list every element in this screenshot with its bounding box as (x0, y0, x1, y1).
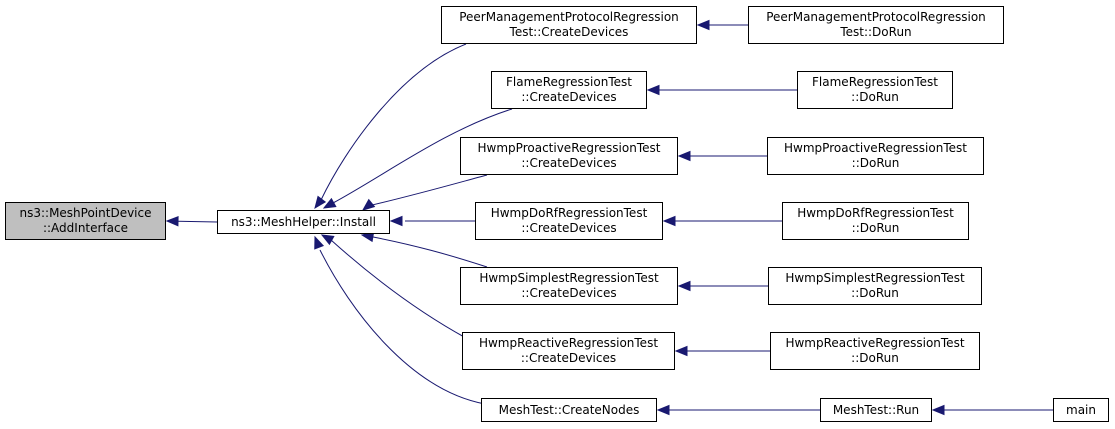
node-dorf-dorun[interactable]: HwmpDoRfRegressionTest ::DoRun (782, 202, 969, 240)
node-label-line: HwmpReactiveRegressionTest (785, 336, 965, 350)
edge-arrowhead (320, 234, 335, 246)
node-proactive-createdevices[interactable]: HwmpProactiveRegressionTest ::CreateDevi… (460, 137, 678, 175)
node-label-line: PeerManagementProtocolRegression (459, 10, 679, 24)
edge-arrowhead (322, 197, 337, 209)
node-label-line: main (1066, 402, 1096, 417)
edge-line (332, 108, 513, 204)
node-flame-createdevices[interactable]: FlameRegressionTest ::CreateDevices (491, 71, 647, 109)
node-label-line: ::DoRun (851, 221, 900, 235)
edge-line (177, 220, 218, 223)
node-meshtest-createnodes[interactable]: MeshTest::CreateNodes (481, 398, 657, 422)
node-label-line: ::DoRun (851, 286, 899, 300)
node-main[interactable]: main (1053, 398, 1109, 422)
node-label-line: ::AddInterface (42, 221, 129, 235)
node-meshhelper-install[interactable]: ns3::MeshHelper::Install (217, 210, 390, 234)
node-label-line: ::CreateDevices (520, 351, 617, 365)
node-label-line: ::DoRun (851, 156, 900, 170)
edge-arrowhead (677, 280, 691, 292)
edge-arrowhead (662, 215, 676, 227)
node-label-line: HwmpProactiveRegressionTest (784, 141, 967, 155)
node-reactive-dorun[interactable]: HwmpReactiveRegressionTest ::DoRun (770, 332, 980, 370)
node-flame-dorun[interactable]: FlameRegressionTest ::DoRun (797, 71, 953, 109)
edge-line (330, 239, 467, 339)
node-dorf-createdevices[interactable]: HwmpDoRfRegressionTest ::CreateDevices (475, 202, 663, 240)
edge-arrowhead (656, 404, 670, 416)
node-label-line: Test::CreateDevices (509, 25, 629, 39)
edge-arrowhead (696, 19, 710, 31)
edge-line (320, 43, 467, 201)
node-label-line: FlameRegressionTest (506, 75, 632, 89)
edge-arrowhead (165, 215, 179, 227)
edge-arrowhead (646, 84, 660, 96)
edge-arrowhead (361, 198, 376, 211)
node-meshpointdevice-addinterface: ns3::MeshPointDevice ::AddInterface (5, 202, 166, 240)
node-label-line: ::DoRun (851, 90, 899, 104)
node-label-line: ns3::MeshPointDevice (19, 206, 152, 220)
node-reactive-createdevices[interactable]: HwmpReactiveRegressionTest ::CreateDevic… (462, 332, 675, 370)
node-label-line: PeerManagementProtocolRegression (766, 10, 986, 24)
node-label-line: ::CreateDevices (521, 90, 617, 104)
node-simplest-dorun[interactable]: HwmpSimplestRegressionTest ::DoRun (768, 267, 982, 305)
node-label-line: HwmpSimplestRegressionTest (785, 271, 965, 285)
node-pmp-dorun[interactable]: PeerManagementProtocolRegression Test::D… (748, 6, 1004, 44)
node-label-line: Test::DoRun (840, 25, 912, 39)
node-label-line: ns3::MeshHelper::Install (231, 214, 376, 229)
edge-line (367, 235, 488, 268)
edge-arrowhead (314, 235, 325, 250)
node-pmp-createdevices[interactable]: PeerManagementProtocolRegression Test::C… (441, 6, 697, 44)
node-label-line: ::CreateDevices (521, 156, 617, 170)
node-label-line: ::CreateDevices (521, 221, 617, 235)
node-label-line: FlameRegressionTest (812, 75, 938, 89)
node-label-line: ::DoRun (851, 351, 899, 365)
node-label-line: ::CreateDevices (521, 286, 617, 300)
node-proactive-dorun[interactable]: HwmpProactiveRegressionTest ::DoRun (767, 137, 984, 175)
node-label-line: HwmpReactiveRegressionTest (478, 336, 659, 350)
node-simplest-createdevices[interactable]: HwmpSimplestRegressionTest ::CreateDevic… (460, 267, 678, 305)
node-label-line: HwmpProactiveRegressionTest (477, 141, 661, 155)
node-meshtest-run[interactable]: MeshTest::Run (820, 398, 932, 422)
node-label-line: HwmpDoRfRegressionTest (490, 206, 648, 220)
edge-line (319, 249, 486, 405)
node-label-line: HwmpSimplestRegressionTest (479, 271, 659, 285)
edge-arrowhead (674, 345, 688, 357)
node-label-line: MeshTest::Run (832, 402, 920, 417)
node-label-line: HwmpDoRfRegressionTest (797, 206, 954, 220)
node-label-line: MeshTest::CreateNodes (498, 402, 640, 417)
edge-arrowhead (931, 404, 945, 416)
edge-arrowhead (389, 215, 403, 227)
edge-arrowhead (314, 195, 327, 210)
edge-line (367, 174, 488, 207)
edge-arrowhead (677, 150, 691, 162)
